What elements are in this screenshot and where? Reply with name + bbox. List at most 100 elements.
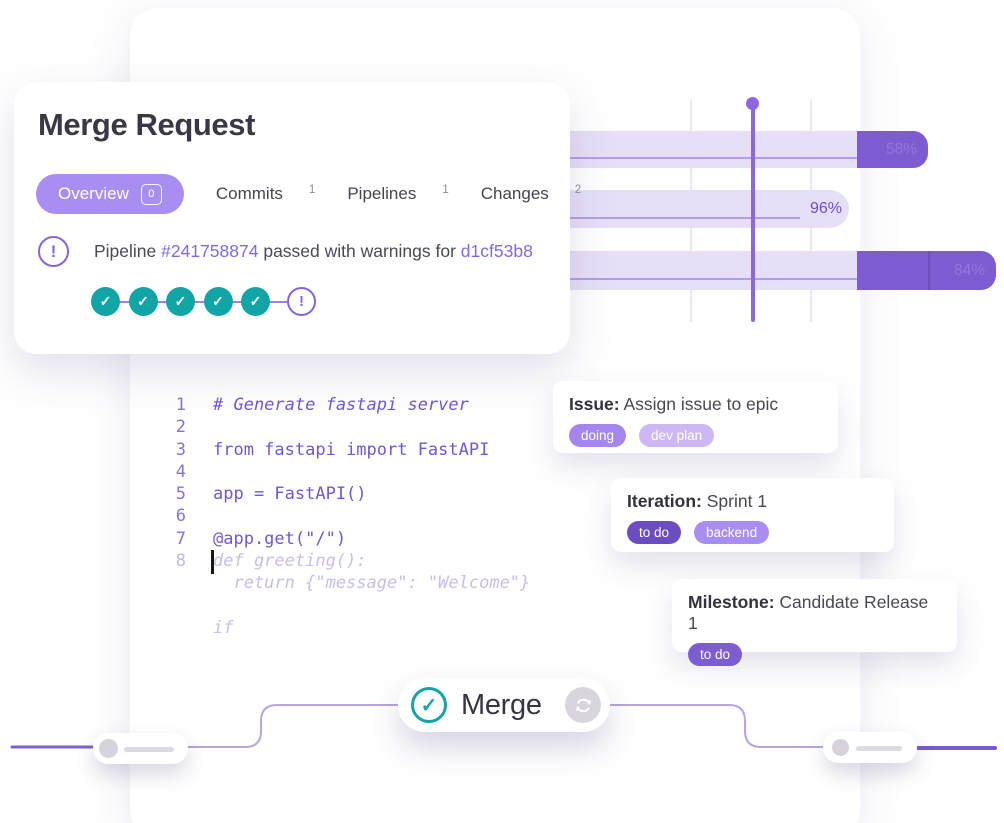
text-cursor <box>211 550 214 575</box>
milestone-card-title: Milestone: Candidate Release 1 <box>688 592 941 634</box>
gantt-gridline-overlay <box>928 251 930 290</box>
issue-title-text: Assign issue to epic <box>619 394 779 414</box>
gantt-bar-baseline <box>568 278 857 280</box>
tab-pipelines-label: Pipelines <box>347 184 417 203</box>
tab-commits[interactable]: Commits 1 <box>216 184 315 204</box>
line-number: 5 <box>175 484 186 505</box>
pipeline-stage-stepper: ✓ ✓ ✓ ✓ ✓ ! <box>91 287 317 317</box>
gantt-bar-fill: 58% <box>857 131 928 168</box>
tab-changes-count: 2 <box>574 184 582 196</box>
label-badge-backend[interactable]: backend <box>694 521 770 544</box>
pipeline-status-prefix: Pipeline <box>94 241 162 261</box>
line-number: 8 <box>175 551 186 572</box>
tab-overview-label: Overview <box>58 184 129 203</box>
tab-commits-label: Commits <box>215 184 283 203</box>
gantt-bar-baseline <box>568 157 857 159</box>
line-number: 1 <box>175 395 186 415</box>
iteration-badges: to do backend <box>627 521 878 544</box>
merge-request-tabs: Overview 0 Commits 1 Pipelines 1 Changes… <box>36 174 581 214</box>
merge-request-title: Merge Request <box>38 107 256 142</box>
refresh-button[interactable] <box>565 687 601 723</box>
stage-warning-icon[interactable]: ! <box>287 287 316 316</box>
code-line-suggestion: return {"message": "Welcome"} <box>150 573 530 595</box>
merge-button-label: Merge <box>461 688 542 721</box>
code-text: from fastapi import FastAPI <box>213 439 490 460</box>
code-text: app = FastAPI() <box>213 484 367 505</box>
stage-check-icon[interactable]: ✓ <box>91 287 120 316</box>
tab-commits-count: 1 <box>308 184 316 196</box>
iteration-card: Iteration: Sprint 1 to do backend <box>611 478 894 552</box>
gantt-bar-percent: 58% <box>885 140 917 158</box>
code-text: def greeting(): <box>213 551 367 572</box>
line-number: 4 <box>175 461 186 482</box>
tab-overview[interactable]: Overview 0 <box>36 174 184 214</box>
gantt-bar-percent: 96% <box>809 200 842 217</box>
label-badge-dev-plan[interactable]: dev plan <box>639 424 715 447</box>
code-editor[interactable]: 1 # Generate fastapi server 2 3 from fasta… <box>150 395 531 640</box>
branch-node-bar <box>124 746 174 752</box>
gantt-bar-baseline <box>568 217 800 219</box>
gantt-bar-track <box>568 251 857 290</box>
refresh-icon <box>575 698 591 712</box>
tab-changes-label: Changes <box>480 184 549 203</box>
pipeline-status-row: ! Pipeline #241758874 passed with warnin… <box>38 236 533 267</box>
gantt-bar-percent: 84% <box>953 261 985 279</box>
line-number <box>150 596 186 618</box>
stage-check-icon[interactable]: ✓ <box>203 287 233 316</box>
commit-sha-link[interactable]: d1cf53b8 <box>460 241 533 261</box>
code-line: 3 from fastapi import FastAPI <box>150 440 530 462</box>
line-number <box>150 618 186 640</box>
iteration-label: Iteration: <box>627 491 702 511</box>
iteration-card-title: Iteration: Sprint 1 <box>627 491 878 512</box>
tab-pipelines-count: 1 <box>442 184 449 196</box>
gantt-today-marker-dot <box>746 97 759 110</box>
branch-node-dot <box>99 739 118 758</box>
code-line: 1 # Generate fastapi server <box>150 395 530 417</box>
code-text: @app.get("/") <box>213 528 347 549</box>
line-number: 2 <box>175 417 186 438</box>
pipeline-status-message: Pipeline #241758874 passed with warnings… <box>94 241 533 262</box>
code-text: return {"message": "Welcome"} <box>213 573 531 594</box>
milestone-title-text: Candidate Release 1 <box>688 592 929 633</box>
code-line-suggestion: 8 def greeting(): <box>150 550 530 575</box>
line-number: 3 <box>175 439 186 460</box>
iteration-title-text: Sprint 1 <box>701 491 768 511</box>
stage-check-icon[interactable]: ✓ <box>241 287 270 316</box>
label-badge-to-do[interactable]: to do <box>688 643 743 666</box>
branch-node-bar <box>856 745 902 751</box>
branch-node-dot <box>832 739 849 756</box>
issue-badges: doing dev plan <box>569 424 822 447</box>
gantt-bar-fill: 84% <box>857 251 996 290</box>
milestone-badges: to do <box>688 643 941 666</box>
stage-check-icon[interactable]: ✓ <box>128 287 158 316</box>
code-line: 4 <box>150 462 530 484</box>
milestone-card: Milestone: Candidate Release 1 to do <box>672 579 957 666</box>
merge-button[interactable]: ✓ Merge <box>398 678 610 732</box>
code-line: 7 @app.get("/") <box>150 529 530 551</box>
milestone-label: Milestone: <box>688 592 775 612</box>
check-circle-icon: ✓ <box>411 687 447 723</box>
code-line: 6 <box>150 506 530 528</box>
line-number: 7 <box>175 528 186 549</box>
issue-label: Issue: <box>569 394 620 414</box>
line-number <box>150 573 186 595</box>
tab-overview-badge: 0 <box>140 183 162 205</box>
issue-card: Issue: Assign issue to epic doing dev pl… <box>553 381 838 453</box>
tab-changes[interactable]: Changes 2 <box>481 184 581 204</box>
code-text: if <box>213 617 234 638</box>
tab-pipelines[interactable]: Pipelines 1 <box>347 184 448 204</box>
branch-node-right <box>823 732 917 763</box>
pipeline-status-middle: passed with warnings for <box>258 241 461 261</box>
gantt-today-marker-line <box>751 103 755 322</box>
stage-check-icon[interactable]: ✓ <box>166 287 195 316</box>
warning-circle-icon: ! <box>38 236 69 267</box>
pipeline-id-link[interactable]: #241758874 <box>161 241 259 261</box>
code-line: 5 app = FastAPI() <box>150 484 530 506</box>
code-line-suggestion: if <box>150 618 530 640</box>
code-text: # Generate fastapi server <box>213 395 469 415</box>
gantt-bar-track <box>568 190 849 228</box>
code-line: 2 <box>150 417 530 439</box>
label-badge-doing[interactable]: doing <box>569 424 627 447</box>
label-badge-to-do[interactable]: to do <box>627 521 682 544</box>
